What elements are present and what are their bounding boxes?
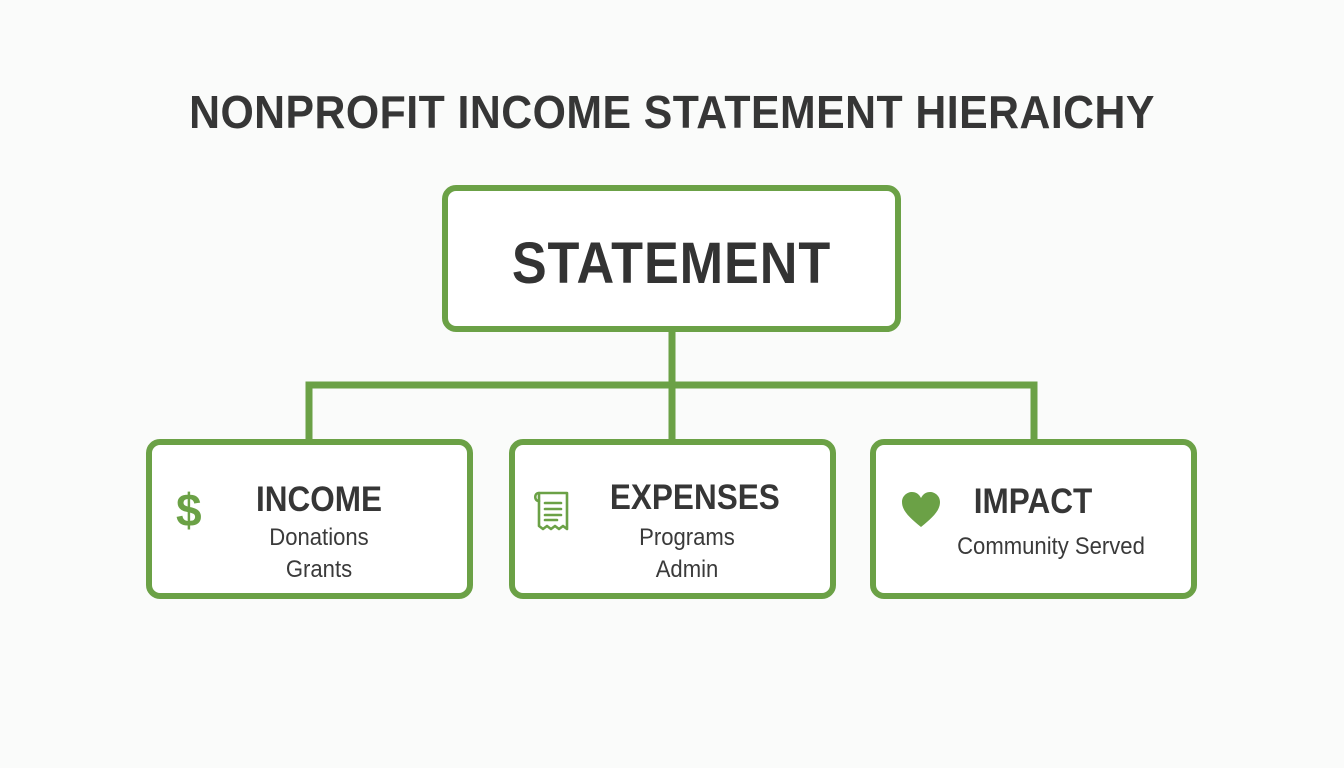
root-node-label: STATEMENT xyxy=(511,231,832,296)
heart-icon xyxy=(900,491,942,534)
impact-heading: IMPACT xyxy=(973,482,1093,521)
income-node-box: $ INCOME Donations Grants xyxy=(146,439,473,599)
income-heading: INCOME xyxy=(256,480,382,519)
expenses-item-programs: Programs xyxy=(639,524,735,551)
receipt-icon xyxy=(531,489,571,540)
income-item-grants: Grants xyxy=(285,556,353,583)
income-item-donations: Donations xyxy=(269,524,369,551)
impact-node-box: IMPACT Community Served xyxy=(870,439,1197,599)
impact-item-community-served: Community Served xyxy=(957,533,1145,560)
root-node-box: STATEMENT xyxy=(442,185,901,332)
expenses-item-admin: Admin xyxy=(655,556,719,583)
expenses-heading: EXPENSES xyxy=(609,478,780,517)
diagram-title: NONPROFIT INCOME STATEMENT HIERAICHY xyxy=(189,86,1155,138)
expenses-node-box: EXPENSES Programs Admin xyxy=(509,439,836,599)
dollar-icon: $ xyxy=(176,484,202,536)
